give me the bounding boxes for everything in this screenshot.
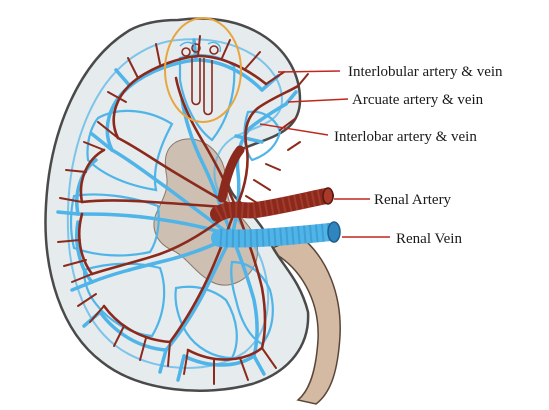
label-interlobar: Interlobar artery & vein <box>334 129 477 145</box>
label-arcuate: Arcuate artery & vein <box>352 92 484 108</box>
leader-interlobar <box>259 123 329 136</box>
renal-artery-tube <box>210 145 334 222</box>
ureter <box>266 235 341 405</box>
label-renal-artery: Renal Artery <box>374 192 452 208</box>
leader-arcuate <box>287 98 349 103</box>
renal-vein-tube <box>211 221 341 248</box>
nephron-highlight-circle <box>164 17 242 123</box>
leader-interlobular <box>277 70 341 73</box>
leader-lines <box>259 70 390 238</box>
label-renal-vein: Renal Vein <box>396 231 462 247</box>
nephron-detail <box>164 17 242 123</box>
label-interlobular: Interlobular artery & vein <box>348 64 503 80</box>
vein-network <box>56 38 298 382</box>
